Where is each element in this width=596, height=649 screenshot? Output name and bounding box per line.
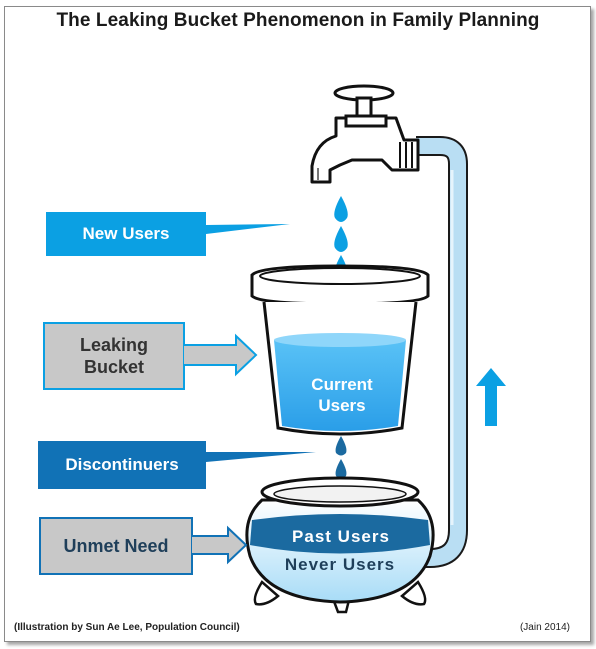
up-arrow-icon [476, 368, 506, 426]
unmet-need-callout [39, 517, 248, 575]
leaking-bucket-label: Leaking Bucket [46, 325, 182, 387]
water-drop-icon [335, 459, 347, 479]
current-users-label-line1: Current [311, 375, 373, 394]
unmet-need-label: Unmet Need [63, 536, 169, 556]
current-users-label-line2: Users [318, 396, 366, 415]
return-pipe [416, 136, 468, 568]
new-users-callout [46, 212, 290, 256]
leaking-bucket-label-line1: Leaking [79, 335, 149, 355]
water-drop-icon [334, 196, 348, 222]
right-arrow-icon [192, 525, 248, 565]
leaking-bucket-callout [43, 322, 258, 390]
discontinuers-callout [38, 441, 316, 489]
discontinuers-label: Discontinuers [65, 455, 179, 474]
faucet-icon [310, 84, 420, 184]
leaking-bucket-label-line2: Bucket [83, 357, 145, 377]
past-users-label: Past Users [292, 527, 390, 546]
water-drop-icon [335, 436, 347, 456]
new-users-label: New Users [82, 224, 170, 243]
citation: (Jain 2014) [519, 622, 570, 633]
right-arrow-icon [184, 333, 258, 377]
never-users-label: Never Users [284, 555, 396, 574]
illustration-credit: (Illustration by Sun Ae Lee, Population … [14, 622, 240, 633]
water-drop-icon [334, 226, 348, 252]
current-users-label: Current Users [280, 374, 404, 416]
leaking-bucket [250, 264, 430, 436]
page-title: The Leaking Bucket Phenomenon in Family … [56, 10, 540, 31]
pot [245, 476, 435, 614]
